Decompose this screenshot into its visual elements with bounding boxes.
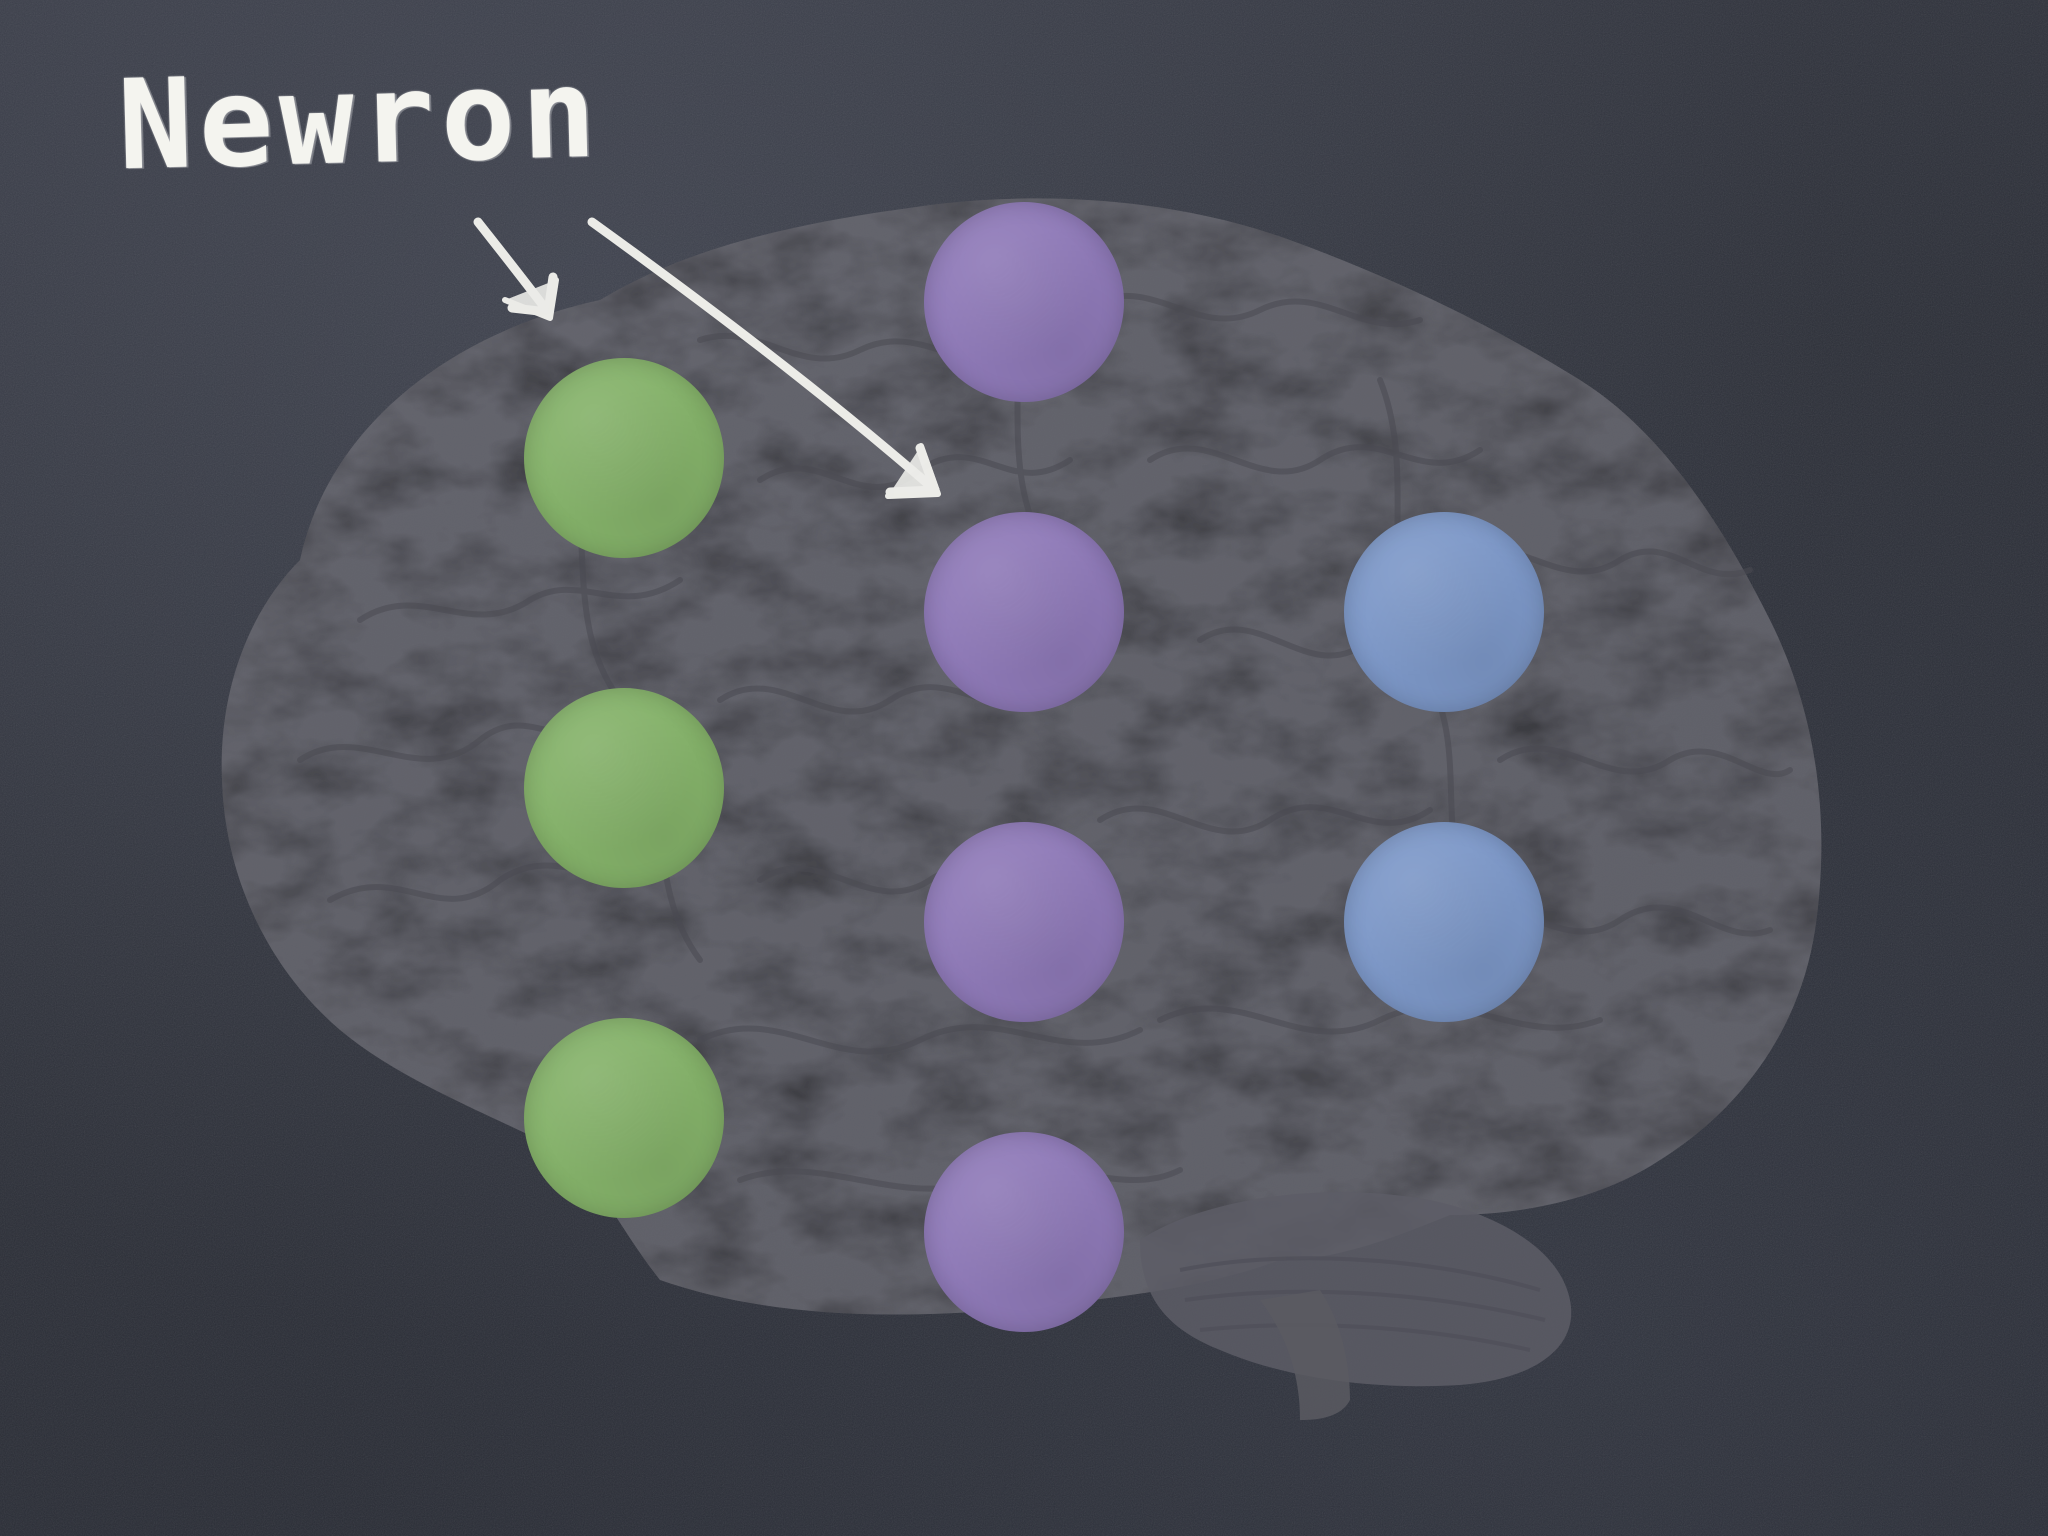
output-neuron <box>1344 822 1544 1022</box>
output-neuron <box>1344 512 1544 712</box>
brain-cerebellum <box>1140 1192 1572 1387</box>
hidden-neuron <box>924 512 1124 712</box>
brain-stem <box>1260 1290 1350 1420</box>
input-neuron <box>524 358 724 558</box>
input-neuron <box>524 1018 724 1218</box>
hidden-neuron <box>924 822 1124 1022</box>
hidden-neuron <box>924 202 1124 402</box>
input-neuron <box>524 688 724 888</box>
hidden-neuron <box>924 1132 1124 1332</box>
